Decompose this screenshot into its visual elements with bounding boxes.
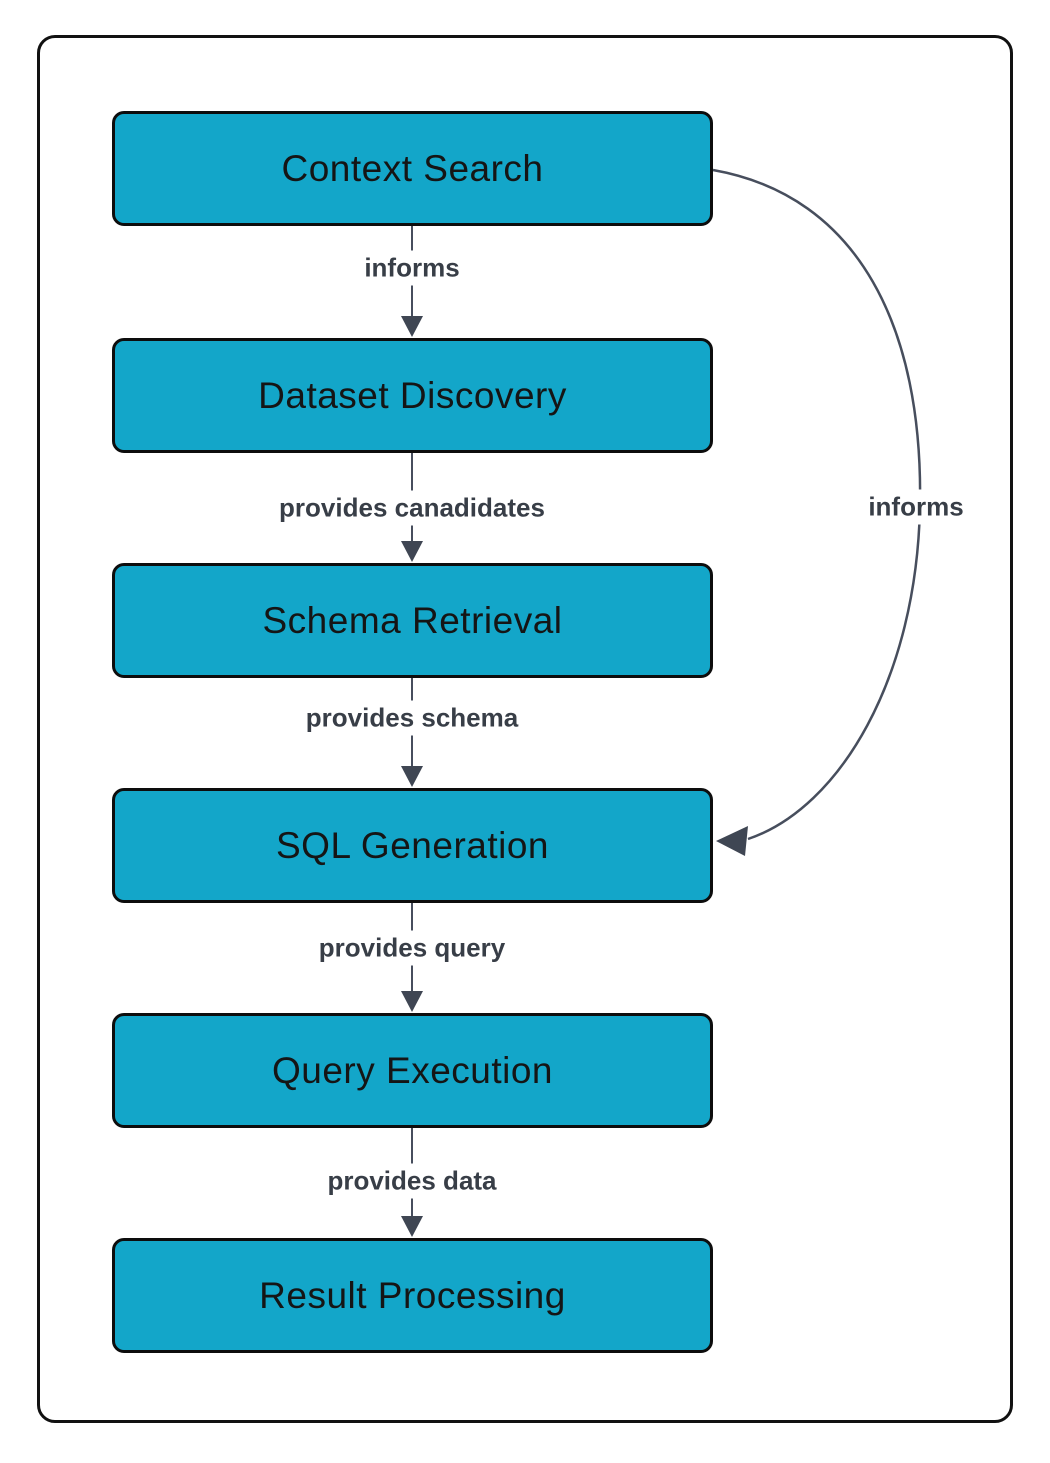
edge-label-provides-query: provides query [310, 930, 514, 966]
diagram-frame [37, 35, 1013, 1423]
node-result-processing: Result Processing [112, 1238, 713, 1353]
arrowhead-sql-to-query [401, 991, 423, 1012]
node-query-execution: Query Execution [112, 1013, 713, 1128]
node-dataset-discovery: Dataset Discovery [112, 338, 713, 453]
node-schema-retrieval: Schema Retrieval [112, 563, 713, 678]
arrowhead-context-to-dataset [401, 316, 423, 337]
edge-label-provides-canadidates: provides canadidates [271, 490, 553, 526]
arrowhead-query-to-result [401, 1216, 423, 1237]
node-dataset-discovery-label: Dataset Discovery [258, 374, 567, 416]
node-result-processing-label: Result Processing [259, 1274, 566, 1316]
node-context-search-label: Context Search [281, 147, 544, 189]
node-sql-generation: SQL Generation [112, 788, 713, 903]
edge-label-provides-schema: provides schema [297, 700, 527, 736]
node-sql-generation-label: SQL Generation [275, 824, 549, 866]
node-context-search: Context Search [112, 111, 713, 226]
edge-label-provides-data: provides data [319, 1163, 505, 1199]
edge-label-informs-right: informs [860, 489, 972, 525]
arrowhead-context-to-sql [716, 826, 748, 856]
arrowhead-dataset-to-schema [401, 541, 423, 562]
node-schema-retrieval-label: Schema Retrieval [262, 599, 563, 641]
node-query-execution-label: Query Execution [271, 1049, 554, 1091]
edge-label-informs-top: informs [356, 250, 468, 286]
arrowhead-schema-to-sql [401, 766, 423, 787]
